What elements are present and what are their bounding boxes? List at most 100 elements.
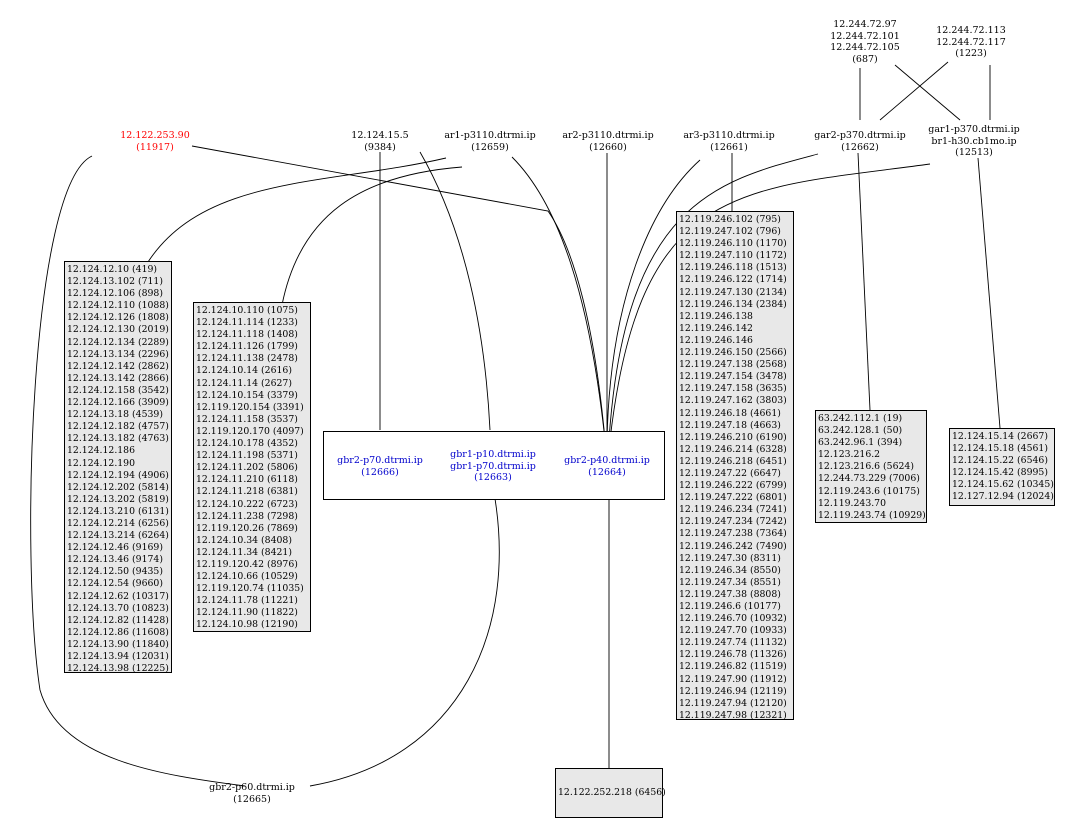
address-entry: 12.119.247.34 (8551) [679, 576, 781, 588]
address-list-c: 12.119.246.102 (795)12.119.247.102 (796)… [676, 211, 794, 721]
address-entry: 12.119.247.102 (796) [679, 226, 781, 238]
address-entry: 12.119.246.218 (6451) [679, 455, 787, 467]
edge-gar1-to-list-e [977, 157, 1001, 429]
address-entry: 12.119.246.78 (11326) [679, 649, 787, 661]
address-entry: 12.124.11.210 (6118) [196, 474, 298, 486]
node-top-left-group[interactable]: 12.244.72.97 12.244.72.101 12.244.72.105… [830, 19, 900, 65]
address-entry: 12.124.12.62 (10317) [67, 590, 169, 602]
node-gar1[interactable]: gar1-p370.dtrmi.ip br1-h30.cb1mo.ip (125… [928, 124, 1020, 158]
address-entry: 12.119.247.130 (2134) [679, 286, 787, 298]
address-entry: 12.124.12.106 (898) [67, 288, 163, 300]
address-entry: 12.124.11.118 (1408) [196, 329, 298, 341]
address-entry: 12.124.10.110 (1075) [196, 305, 298, 316]
address-entry: 12.124.10.66 (10529) [196, 571, 298, 583]
address-entry: 12.119.246.214 (6328) [679, 443, 787, 455]
node-top-right-group[interactable]: 12.244.72.113 12.244.72.117 (1223) [936, 25, 1006, 59]
address-entry: 12.124.10.98 (12190) [196, 619, 298, 631]
node-gar2[interactable]: gar2-p370.dtrmi.ip (12662) [814, 130, 906, 153]
address-entry: 12.119.246.234 (7241) [679, 504, 787, 516]
address-entry: 12.124.12.46 (9169) [67, 542, 163, 554]
address-entry: 12.119.246.70 (10932) [679, 613, 787, 625]
address-entry: 12.124.13.182 (4763) [67, 433, 169, 445]
address-entry: 12.124.10.178 (4352) [196, 438, 298, 450]
address-entry: 12.124.15.22 (6546) [952, 455, 1048, 467]
address-entry: 12.119.120.170 (4097) [196, 425, 304, 437]
address-entry: 12.119.247.90 (11912) [679, 673, 787, 685]
edge-1223-to-gar2 [879, 61, 949, 121]
address-entry: 12.124.12.214 (6256) [67, 517, 169, 529]
edge-ar1-to-gbr1 [419, 151, 491, 431]
address-entry: 12.119.247.154 (3478) [679, 371, 787, 383]
address-entry: 12.124.13.18 (4539) [67, 409, 163, 421]
address-entry: 12.119.246.146 [679, 334, 753, 346]
address-entry: 12.119.246.110 (1170) [679, 238, 787, 250]
address-entry: 12.124.11.78 (11221) [196, 595, 298, 607]
address-entry: 12.119.243.70 [818, 497, 887, 509]
node-gbr2-p70[interactable]: gbr2-p70.dtrmi.ip (12666) [337, 455, 423, 478]
node-12-124-15-5[interactable]: 12.124.15.5 (9384) [351, 130, 409, 153]
node-ar2[interactable]: ar2-p3110.dtrmi.ip (12660) [562, 130, 654, 153]
address-entry: 12.119.246.142 [679, 322, 753, 334]
address-entry: 12.119.247.94 (12120) [679, 697, 787, 709]
address-entry: 12.119.247.98 (12321) [679, 709, 787, 721]
address-entry: 12.119.120.154 (3391) [196, 401, 304, 413]
address-entry: 12.119.247.30 (8311) [679, 552, 781, 564]
address-entry: 12.124.11.198 (5371) [196, 450, 298, 462]
address-entry: 12.124.12.86 (11608) [67, 626, 169, 638]
node-gbr1-p10[interactable]: gbr1-p10.dtrmi.ip gbr1-p70.dtrmi.ip (126… [450, 449, 536, 483]
address-entry: 12.124.12.202 (5814) [67, 481, 169, 493]
address-entry: 12.124.12.186 [67, 445, 136, 457]
address-entry: 12.119.247.238 (7364) [679, 528, 787, 540]
address-entry: 12.119.247.222 (6801) [679, 492, 787, 504]
address-entry: 63.242.96.1 (394) [818, 437, 903, 449]
address-entry: 12.124.12.82 (11428) [67, 614, 169, 626]
address-entry: 12.124.11.202 (5806) [196, 462, 298, 474]
address-entry: 12.119.243.6 (10175) [818, 485, 920, 497]
address-list-a: 12.124.12.10 (419)12.124.13.102 (711)12.… [64, 261, 172, 674]
node-gbr2-p60[interactable]: gbr2-p60.dtrmi.ip (12665) [209, 782, 295, 805]
edge-687-to-gar1 [894, 64, 961, 121]
address-entry: 12.124.12.158 (3542) [67, 384, 169, 396]
edge-253-90-to-gbr2-p60 [30, 155, 246, 787]
node-ar1[interactable]: ar1-p3110.dtrmi.ip (12659) [444, 130, 536, 153]
address-entry: 12.124.11.14 (2627) [196, 377, 292, 389]
address-entry: 12.119.246.34 (8550) [679, 564, 781, 576]
address-entry: 12.124.13.94 (12031) [67, 651, 169, 662]
address-entry: 12.119.246.242 (7490) [679, 540, 787, 552]
node-12-122-253-90[interactable]: 12.122.253.90 (11917) [120, 130, 190, 153]
address-entry: 63.242.112.1 (19) [818, 413, 903, 424]
address-entry: 12.124.12.54 (9660) [67, 578, 163, 590]
address-entry: 12.124.12.126 (1808) [67, 312, 169, 324]
edge-ar1-to-gbr2-p40 [511, 156, 606, 441]
address-list-f: 12.122.252.218 (6456) [555, 768, 666, 818]
address-entry: 12.124.12.110 (1088) [67, 300, 169, 312]
address-entry: 12.124.12.190 [67, 457, 136, 469]
address-entry: 12.124.13.202 (5819) [67, 493, 169, 505]
address-entry: 12.119.246.94 (12119) [679, 685, 787, 697]
edge-ar1-to-list-a [147, 157, 447, 263]
address-entry: 12.119.120.74 (11035) [196, 583, 304, 595]
address-entry: 12.119.247.74 (11132) [679, 637, 787, 649]
address-entry: 12.124.15.14 (2667) [952, 431, 1048, 442]
edge-gbr1-to-gbr2-p60 [309, 486, 500, 787]
address-entry: 63.242.128.1 (50) [818, 425, 903, 437]
address-entry: 12.119.246.222 (6799) [679, 480, 787, 492]
address-entry: 12.124.13.134 (2296) [67, 348, 169, 360]
address-entry: 12.119.247.162 (3803) [679, 395, 787, 407]
gbr-cluster-box [323, 431, 665, 500]
edge-gar2-to-list-d [857, 152, 871, 411]
address-entry: 12.124.13.210 (6131) [67, 505, 169, 517]
edge-ar3-to-gbr2-p40 [606, 159, 701, 441]
node-gbr2-p40[interactable]: gbr2-p40.dtrmi.ip (12664) [564, 455, 650, 478]
address-entry: 12.124.12.134 (2289) [67, 336, 169, 348]
address-list-e: 12.124.15.14 (2667)12.124.15.18 (4561)12… [949, 428, 1055, 506]
address-entry: 12.124.12.142 (2862) [67, 360, 169, 372]
node-ar3[interactable]: ar3-p3110.dtrmi.ip (12661) [683, 130, 775, 153]
address-entry: 12.124.10.14 (2616) [196, 365, 292, 377]
address-entry: 12.124.11.238 (7298) [196, 510, 298, 522]
address-entry: 12.124.12.194 (4906) [67, 469, 169, 481]
address-entry: 12.124.11.158 (3537) [196, 413, 298, 425]
address-entry: 12.124.13.142 (2866) [67, 372, 169, 384]
address-entry: 12.119.120.42 (8976) [196, 558, 298, 570]
address-entry: 12.124.15.18 (4561) [952, 443, 1048, 455]
